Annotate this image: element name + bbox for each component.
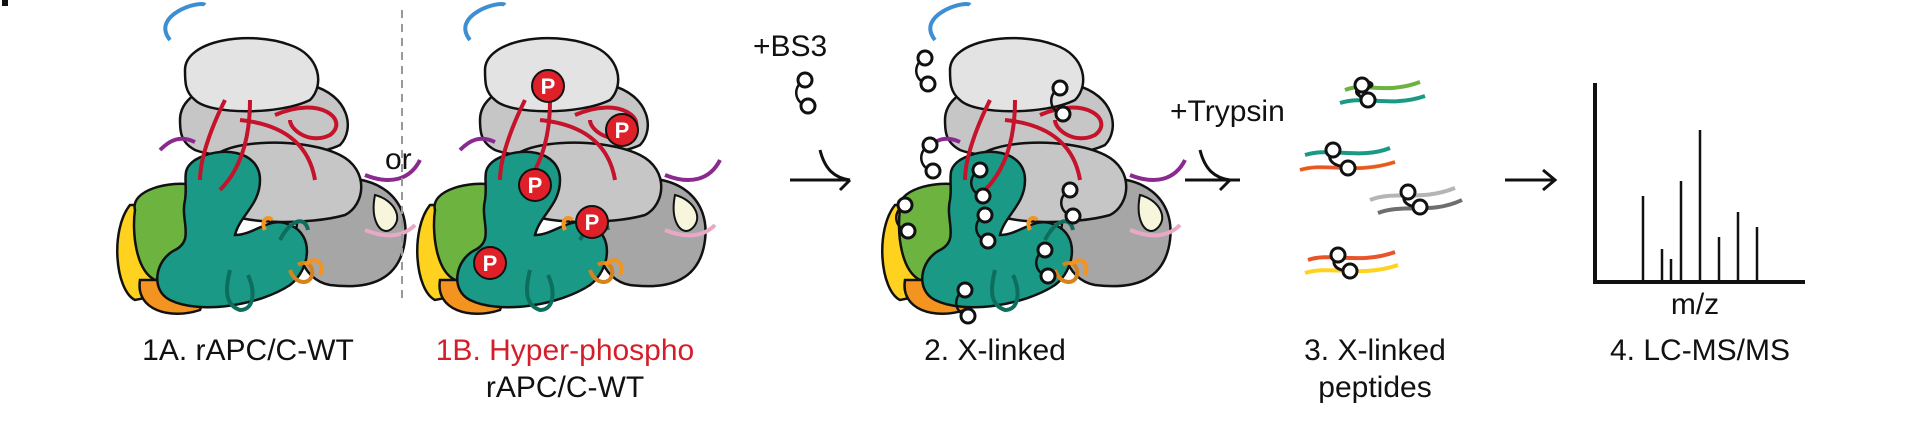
phospho-site-2: P bbox=[605, 113, 639, 147]
step-1b-label-line2: rAPC/C-WT bbox=[485, 371, 645, 404]
curved-arrow-2 bbox=[1185, 149, 1240, 192]
step-4-label: 4. LC-MS/MS bbox=[1609, 334, 1791, 367]
complex-1a bbox=[115, 2, 422, 316]
phospho-marker-text: P bbox=[615, 118, 630, 143]
spectrum-peaks bbox=[1641, 130, 1759, 282]
step-1b-label-line1: 1B. Hyper-phospho bbox=[435, 334, 695, 367]
bs3-label: +BS3 bbox=[753, 30, 828, 63]
mass-spectrum bbox=[1593, 83, 1805, 284]
bs3-reagent-icon bbox=[794, 71, 817, 115]
phospho-site-3: P bbox=[518, 168, 552, 202]
spectrum-x-label: m/z bbox=[1670, 288, 1720, 321]
trypsin-label: +Trypsin bbox=[1170, 95, 1285, 128]
phospho-site-1: P bbox=[531, 69, 565, 103]
step-1a-label: 1A. rAPC/C-WT bbox=[142, 334, 354, 367]
straight-arrow bbox=[1505, 168, 1558, 192]
phospho-marker-text: P bbox=[541, 74, 556, 99]
phospho-site-5: P bbox=[473, 246, 507, 280]
complex-1b bbox=[415, 2, 722, 316]
phospho-marker-text: P bbox=[483, 251, 498, 276]
phospho-site-4: P bbox=[575, 205, 609, 239]
step-2-label: 2. X-linked bbox=[924, 334, 1066, 367]
step-3-label-line2: peptides bbox=[1318, 371, 1432, 404]
phospho-marker-text: P bbox=[585, 210, 600, 235]
or-label: or bbox=[385, 143, 412, 176]
curved-arrow-1 bbox=[790, 149, 852, 192]
phospho-marker-text: P bbox=[528, 173, 543, 198]
phospho-sites: P P P P P bbox=[473, 69, 639, 280]
panel-letter-mark bbox=[2, 0, 8, 6]
peptide-pairs bbox=[1299, 79, 1463, 275]
peptide-crosslinks bbox=[1324, 76, 1429, 280]
step-3-label-line1: 3. X-linked bbox=[1304, 334, 1446, 367]
peptide-pair-1 bbox=[1339, 79, 1426, 105]
